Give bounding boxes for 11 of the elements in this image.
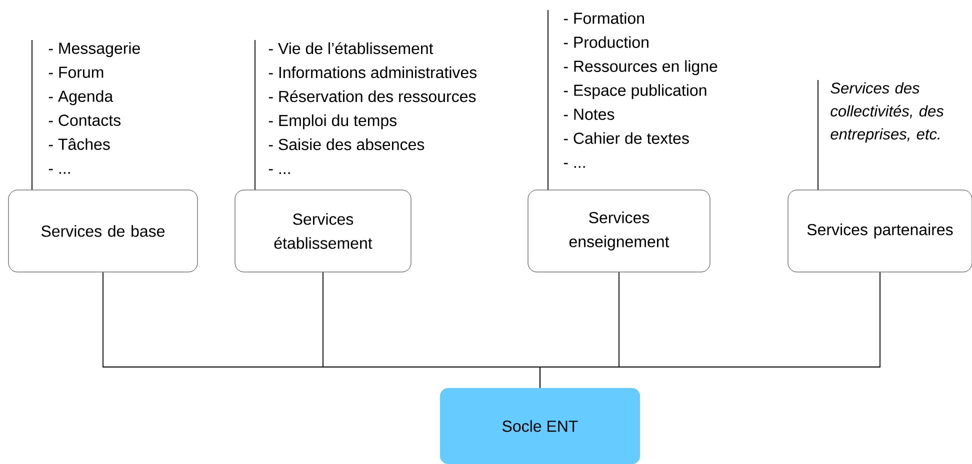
service-box: Services partenaires bbox=[788, 190, 972, 272]
base-box: Socle ENT bbox=[440, 388, 640, 464]
service-box: Services de base bbox=[8, 190, 198, 272]
service-box: Services enseignement bbox=[528, 190, 710, 272]
connector-line bbox=[254, 40, 256, 190]
note-text: Services des collectivités, des entreprises, etc. bbox=[830, 82, 944, 143]
bullet-list: - Messagerie - Forum - Agenda - Contacts - Tâches - ... bbox=[48, 42, 140, 174]
service-box: Services établissement bbox=[234, 190, 412, 272]
bullet-list: - Formation - Production - Ressources en ligne - Espace publication - Notes - Cahier de textes - ... bbox=[564, 12, 718, 168]
connector-line bbox=[540, 272, 880, 388]
bullet-list: - Vie de l’établissement - Informations administratives - Réservation des ressources - Emploi du temps - Saisie des absences - ... bbox=[268, 42, 477, 174]
